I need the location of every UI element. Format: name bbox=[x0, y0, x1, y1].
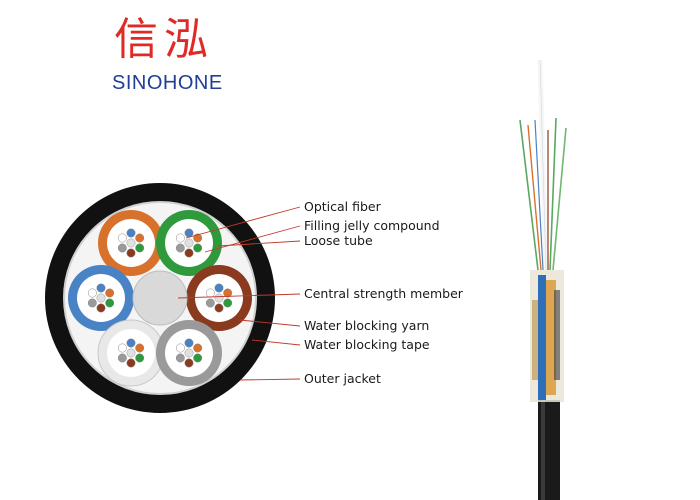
label-central-strength-member: Central strength member bbox=[304, 286, 464, 301]
optical-fiber bbox=[117, 233, 127, 243]
optical-fiber bbox=[184, 348, 194, 358]
optical-fiber bbox=[205, 298, 215, 308]
optical-fiber bbox=[96, 303, 106, 313]
exposed-fiber-blue bbox=[534, 119, 544, 271]
optical-fiber bbox=[135, 353, 145, 363]
optical-fiber bbox=[117, 243, 127, 253]
optical-fiber bbox=[135, 233, 145, 243]
leader-central-strength bbox=[177, 293, 301, 299]
optical-fiber bbox=[117, 343, 127, 353]
callout-labels: Optical fiber Filling jelly compound Loo… bbox=[304, 199, 464, 386]
optical-fiber bbox=[214, 283, 224, 293]
label-filling-jelly-compound: Filling jelly compound bbox=[304, 218, 440, 233]
optical-fiber bbox=[126, 238, 136, 248]
leader-filling-jelly bbox=[204, 225, 301, 253]
optical-fiber bbox=[184, 338, 194, 348]
optical-fiber bbox=[175, 353, 185, 363]
leader-water-tape bbox=[251, 339, 301, 346]
optical-fiber bbox=[126, 248, 136, 258]
optical-fiber bbox=[193, 343, 203, 353]
cable-side-view bbox=[519, 59, 567, 500]
optical-fiber bbox=[126, 338, 136, 348]
optical-fiber bbox=[193, 243, 203, 253]
optical-fiber bbox=[126, 228, 136, 238]
label-outer-jacket: Outer jacket bbox=[304, 371, 381, 386]
exposed-fiber-green-2 bbox=[549, 117, 557, 271]
optical-fiber bbox=[205, 288, 215, 298]
optical-fiber bbox=[175, 243, 185, 253]
optical-fiber bbox=[223, 288, 233, 298]
optical-fiber bbox=[184, 238, 194, 248]
optical-fiber bbox=[126, 348, 136, 358]
leader-lines bbox=[177, 206, 301, 381]
label-optical-fiber: Optical fiber bbox=[304, 199, 382, 214]
leader-water-yarn bbox=[239, 319, 301, 327]
optical-fiber bbox=[214, 303, 224, 313]
sinohone-logo: 信泓 SINOHONE bbox=[108, 12, 248, 94]
optical-fiber bbox=[105, 298, 115, 308]
optical-fiber bbox=[126, 358, 136, 368]
logo-brand-name: SINOHONE bbox=[112, 72, 223, 94]
optical-fiber bbox=[96, 293, 106, 303]
optical-fiber bbox=[175, 343, 185, 353]
optical-fiber bbox=[175, 233, 185, 243]
optical-fiber bbox=[117, 353, 127, 363]
exposed-fiber-orange bbox=[527, 124, 542, 271]
optical-fiber bbox=[96, 283, 106, 293]
optical-fiber bbox=[135, 243, 145, 253]
optical-fiber bbox=[184, 358, 194, 368]
label-water-blocking-yarn: Water blocking yarn bbox=[304, 318, 429, 333]
optical-fiber bbox=[184, 248, 194, 258]
exposed-fiber-green-1 bbox=[519, 119, 539, 271]
leader-optical-fiber bbox=[185, 206, 301, 239]
optical-fiber bbox=[135, 343, 145, 353]
leader-outer-jacket bbox=[239, 378, 301, 381]
exposed-fiber-green-3 bbox=[552, 127, 567, 271]
optical-fiber bbox=[214, 293, 224, 303]
optical-fiber bbox=[87, 298, 97, 308]
label-loose-tube: Loose tube bbox=[304, 233, 373, 248]
optical-fiber bbox=[105, 288, 115, 298]
optical-fiber bbox=[193, 353, 203, 363]
optical-fiber bbox=[87, 288, 97, 298]
leader-loose-tube bbox=[217, 240, 301, 247]
optical-fiber bbox=[223, 298, 233, 308]
logo-chinese-text: 信泓 bbox=[114, 14, 214, 65]
optical-fiber bbox=[193, 233, 203, 243]
cable-cross-section bbox=[45, 183, 275, 413]
label-water-blocking-tape: Water blocking tape bbox=[304, 337, 430, 352]
